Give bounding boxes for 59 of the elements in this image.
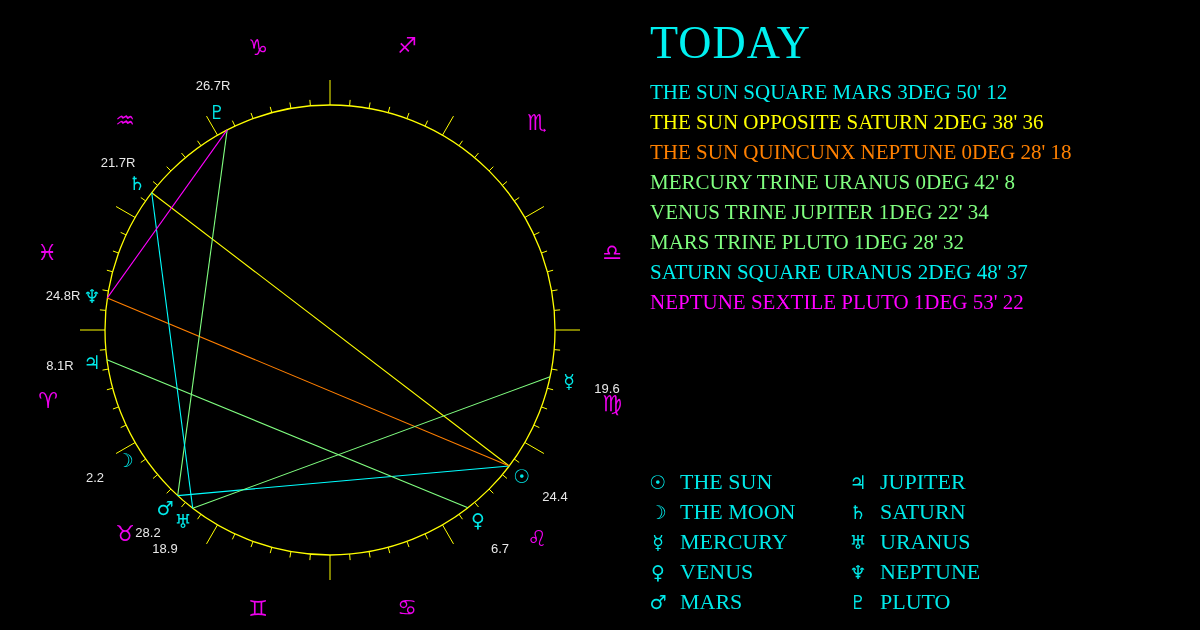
planet-name: URANUS [880, 529, 971, 555]
planet-symbol: ♃ [849, 471, 867, 493]
planet-symbol: ☉ [649, 471, 667, 493]
planet-name: NEPTUNE [880, 559, 981, 585]
planet-name: JUPITER [880, 469, 966, 495]
planet-symbol: ♆ [849, 561, 867, 583]
degree-label: 26.7R [195, 77, 231, 93]
planet-name: THE SUN [680, 469, 773, 495]
title: TODAY [650, 18, 811, 69]
planet-symbol: ☽ [116, 449, 134, 471]
planet-symbol: ♀ [471, 509, 485, 531]
aspect-text: THE SUN SQUARE MARS 3DEG 50' 12 [650, 79, 1008, 105]
aspect-text: MARS TRINE PLUTO 1DEG 28' 32 [650, 229, 964, 255]
degree-label: 28.2 [135, 524, 161, 540]
planet-symbol: ♀ [651, 561, 665, 583]
zodiac-symbol: ♓ [37, 239, 57, 265]
planet-symbol: ♆ [83, 285, 101, 307]
degree-label: 2.2 [85, 469, 105, 485]
planet-symbol: ♅ [849, 531, 867, 553]
zodiac-symbol: ♏ [527, 109, 547, 135]
planet-symbol: ♄ [128, 172, 146, 194]
zodiac-symbol: ♐ [397, 32, 417, 58]
planet-name: THE MOON [680, 499, 796, 525]
planet-symbol: ☿ [563, 370, 575, 392]
zodiac-symbol: ♑ [248, 34, 268, 60]
planet-name: PLUTO [880, 589, 951, 615]
degree-label: 8.1R [46, 357, 74, 373]
planet-symbol: ♃ [83, 351, 101, 373]
aspect-text: THE SUN OPPOSITE SATURN 2DEG 38' 36 [650, 109, 1044, 135]
degree-label: 21.7R [100, 154, 136, 170]
planet-name: VENUS [680, 559, 754, 585]
planet-symbol: ♂ [649, 591, 667, 613]
planet-symbol: ♇ [208, 101, 226, 123]
planet-symbol: ♅ [174, 510, 192, 532]
degree-label: 24.4 [542, 488, 568, 504]
zodiac-symbol: ♒ [115, 107, 135, 133]
zodiac-symbol: ♋ [397, 594, 417, 620]
aspect-text: THE SUN QUINCUNX NEPTUNE 0DEG 28' 18 [650, 139, 1072, 165]
zodiac-symbol: ♉ [115, 520, 135, 546]
planet-name: SATURN [880, 499, 966, 525]
degree-label: 24.8R [45, 287, 81, 303]
planet-symbol: ☉ [513, 465, 531, 487]
planet-symbol: ☽ [649, 501, 667, 523]
zodiac-symbol: ♎ [602, 239, 622, 265]
degree-label: 18.9 [152, 540, 178, 556]
aspect-text: VENUS TRINE JUPITER 1DEG 22' 34 [650, 199, 989, 225]
aspect-text: NEPTUNE SEXTILE PLUTO 1DEG 53' 22 [650, 289, 1024, 315]
zodiac-symbol: ♌ [527, 525, 547, 551]
zodiac-symbol: ♊ [248, 595, 268, 621]
planet-name: MARS [680, 589, 743, 615]
planet-symbol: ♇ [849, 591, 867, 613]
planet-symbol: ♄ [849, 501, 867, 523]
aspect-text: MERCURY TRINE URANUS 0DEG 42' 8 [650, 169, 1015, 195]
planet-symbol: ☿ [652, 531, 664, 553]
zodiac-symbol: ♈ [38, 387, 58, 413]
aspect-text: SATURN SQUARE URANUS 2DEG 48' 37 [650, 259, 1028, 285]
degree-label: 6.7 [490, 540, 510, 556]
planet-symbol: ♂ [156, 497, 174, 519]
planet-name: MERCURY [680, 529, 788, 555]
